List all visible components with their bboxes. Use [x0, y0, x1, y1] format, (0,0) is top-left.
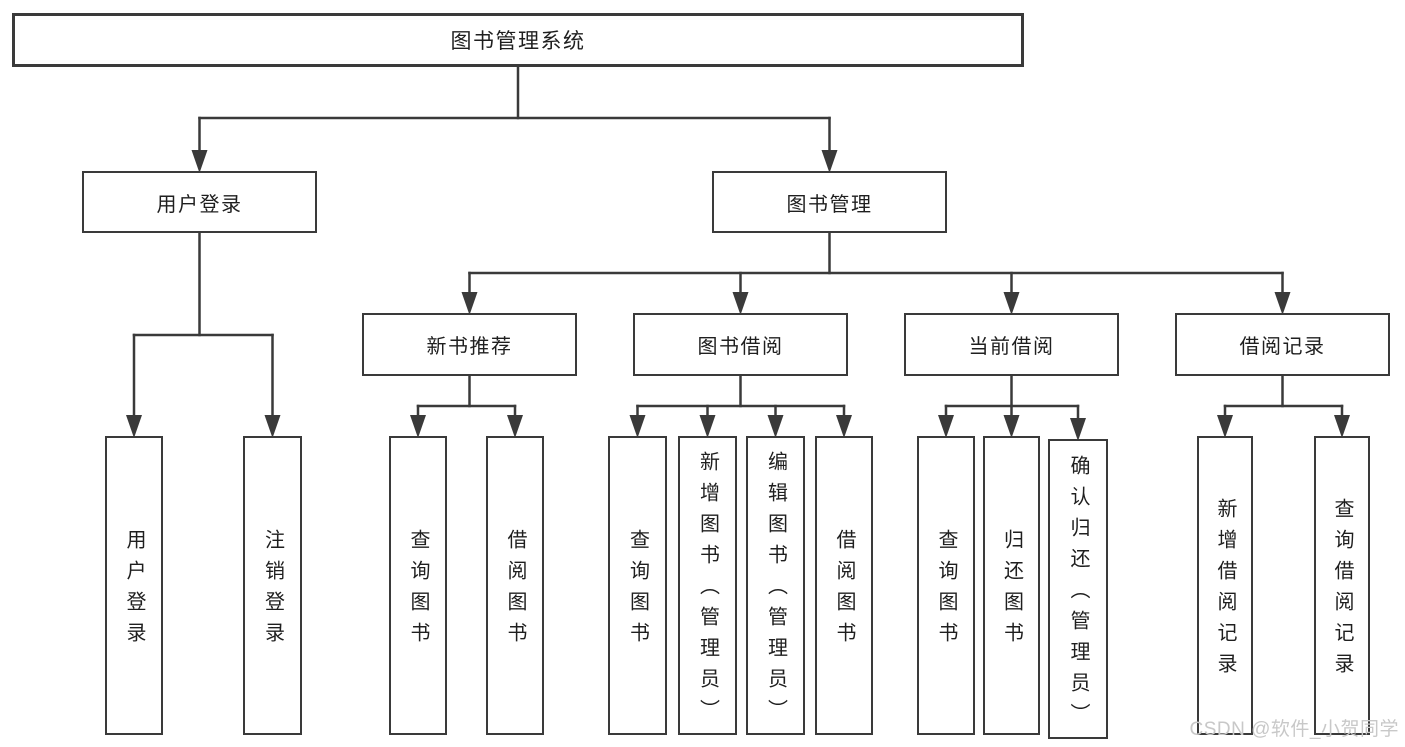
node-label: 图书借阅 [697, 336, 784, 358]
arrowhead-down-icon [264, 415, 281, 438]
node-label: 借阅图书 [833, 528, 855, 653]
node-label: 借阅图书 [504, 528, 526, 653]
node-leaf-confirm-return: 确认归还（管理员） [1048, 439, 1108, 739]
arrowhead-down-icon [732, 292, 749, 315]
arrowhead-down-icon [410, 415, 426, 438]
node-label: 编辑图书（管理员） [764, 451, 787, 730]
node-leaf-query-book-2: 查询图书 [608, 436, 667, 735]
arrowhead-down-icon [1070, 418, 1086, 441]
node-leaf-query-book-1: 查询图书 [389, 436, 447, 735]
node-leaf-borrow-book-2: 借阅图书 [815, 436, 873, 735]
arrowhead-down-icon [507, 415, 523, 438]
node-leaf-logout: 注销登录 [243, 436, 302, 735]
node-current-borrow: 当前借阅 [904, 313, 1119, 376]
arrowhead-down-icon [1334, 415, 1350, 438]
node-leaf-return-book: 归还图书 [983, 436, 1040, 735]
node-label: 用户登录 [156, 193, 243, 216]
node-root: 图书管理系统 [12, 13, 1024, 67]
node-label: 新增借阅记录 [1214, 497, 1236, 684]
node-label: 归还图书 [1000, 528, 1023, 653]
node-label: 新增图书（管理员） [696, 451, 719, 730]
node-new-rec: 新书推荐 [362, 313, 577, 376]
node-borrow-records: 借阅记录 [1175, 313, 1390, 376]
node-book-mgmt: 图书管理 [712, 171, 947, 233]
node-label: 图书管理系统 [450, 30, 586, 53]
arrowhead-down-icon [461, 292, 478, 315]
node-book-borrow: 图书借阅 [633, 313, 848, 376]
node-leaf-add-book: 新增图书（管理员） [678, 436, 737, 735]
arrowhead-down-icon [699, 415, 716, 438]
node-leaf-add-record: 新增借阅记录 [1197, 436, 1253, 735]
node-leaf-borrow-book-1: 借阅图书 [486, 436, 544, 735]
node-label: 图书管理 [786, 193, 873, 216]
watermark: CSDN @软件_小贺同学 [1189, 719, 1399, 740]
node-leaf-edit-book: 编辑图书（管理员） [746, 436, 805, 735]
node-label: 借阅记录 [1239, 336, 1326, 358]
node-label: 新书推荐 [426, 336, 513, 358]
arrowhead-down-icon [821, 150, 838, 173]
node-label: 查询图书 [935, 528, 957, 653]
arrowhead-down-icon [836, 415, 852, 438]
node-label: 当前借阅 [968, 336, 1055, 358]
arrowhead-down-icon [1217, 415, 1233, 438]
arrowhead-down-icon [126, 415, 142, 438]
node-label: 确认归还（管理员） [1067, 454, 1089, 734]
node-label: 查询图书 [626, 528, 649, 653]
arrowhead-down-icon [938, 415, 954, 438]
node-label: 查询借阅记录 [1331, 497, 1353, 684]
arrowhead-down-icon [1003, 415, 1020, 438]
node-label: 用户登录 [123, 528, 145, 653]
arrowhead-down-icon [1003, 292, 1020, 315]
arrowhead-down-icon [767, 415, 784, 438]
node-label: 注销登录 [261, 528, 284, 653]
node-leaf-query-book-3: 查询图书 [917, 436, 975, 735]
node-label: 查询图书 [407, 528, 429, 653]
node-leaf-query-record: 查询借阅记录 [1314, 436, 1370, 735]
arrowhead-down-icon [1274, 292, 1291, 315]
arrowhead-down-icon [191, 150, 208, 173]
arrowhead-down-icon [629, 415, 646, 438]
node-leaf-user-login: 用户登录 [105, 436, 163, 735]
node-user-login: 用户登录 [82, 171, 317, 233]
